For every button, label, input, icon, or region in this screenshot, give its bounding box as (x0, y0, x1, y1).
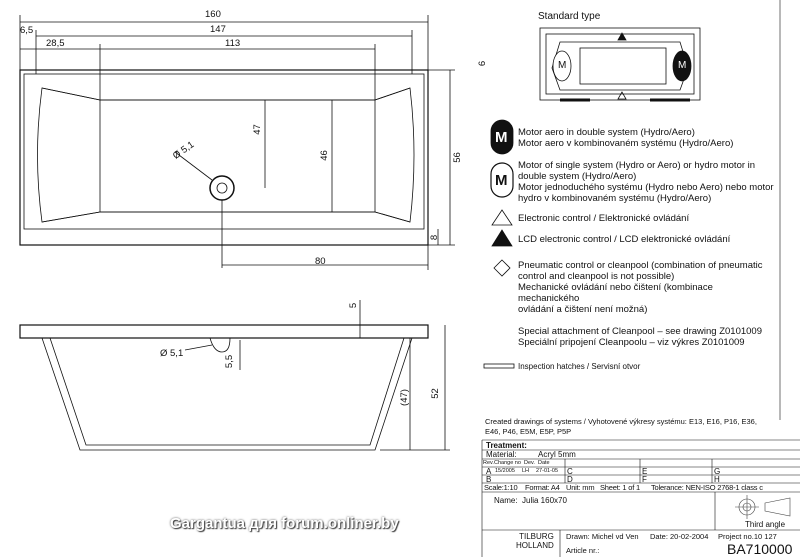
side-dim-total-height: 52 (429, 388, 441, 399)
rev-g: G (714, 467, 721, 476)
dim-drain-position: 80 (315, 256, 326, 267)
title-block-lines (481, 0, 800, 557)
legend-lcd-control: LCD electronic control / LCD elektronick… (518, 234, 731, 245)
legend-motor-single: Motor of single system (Hydro or Aero) o… (518, 160, 774, 204)
rev-a-dev: LH (522, 468, 530, 474)
tolerance: Tolerance: NEN-ISO 2768-1 class c (651, 483, 763, 492)
dim-overall-length: 160 (205, 9, 221, 20)
dev-header: Dev. (524, 460, 535, 466)
material-value: Acryl 5mm (538, 450, 576, 459)
project-number: Project no.10 127 (718, 532, 777, 541)
rev-header: Rev. (483, 460, 494, 466)
side-dim-rim: 5 (348, 302, 360, 309)
pneumatic-control-icon (493, 259, 511, 277)
motor-aero-icon-label: M (495, 129, 508, 146)
scale: Scale:1:10 (484, 483, 518, 492)
triangle-filled-icon (491, 229, 513, 247)
rev-h: H (714, 475, 720, 484)
triangle-outline-icon (491, 209, 513, 226)
dim-inner-length: 147 (210, 24, 226, 35)
drawing-number: BA710000 (727, 541, 793, 557)
drawing-name: Julia 160x70 (522, 496, 567, 505)
rev-b: B (486, 475, 492, 484)
standard-type-diagram (539, 27, 701, 102)
legend-cleanpool-attachment: Special attachment of Cleanpool – see dr… (518, 326, 762, 348)
rev-e: E (642, 467, 648, 476)
projection-label: Third angle (745, 520, 786, 529)
motor-single-icon-label: M (495, 172, 508, 189)
dim-depth-mark: 47 (251, 124, 263, 135)
rev-c: C (567, 467, 573, 476)
motor-label-right: M (678, 60, 687, 71)
material-label: Material: (486, 450, 517, 459)
date-header: Date (538, 460, 550, 466)
rev-a: A (486, 467, 492, 476)
sheet: Sheet: 1 of 1 (600, 483, 640, 492)
dim-rim-bottom: 8 (429, 234, 441, 241)
inspection-hatch-icon (483, 363, 515, 369)
drawing-date: Date: 20-02-2004 (650, 532, 709, 541)
bathtub-side-view (19, 300, 450, 451)
rev-f: F (642, 475, 647, 484)
rev-d: D (567, 475, 573, 484)
name-label: Name: (494, 496, 518, 505)
dim-width: 56 (451, 152, 463, 163)
legend-pneumatic-control: Pneumatic control or cleanpool (combinat… (518, 260, 763, 315)
side-dim-drain-height: 5,5 (224, 354, 236, 369)
article-number: Article nr.: (566, 546, 600, 555)
rev-a-date: 27-01-05 (536, 468, 559, 474)
drawn-by: Drawn: Michel vd Ven (566, 532, 639, 541)
legend-inspection-hatches: Inspection hatches / Servisní otvor (518, 362, 641, 371)
bathtub-top-view (19, 15, 455, 270)
dim-bottom-width: 46 (318, 150, 330, 161)
third-angle-projection-icon (735, 495, 791, 519)
motor-label-left: M (558, 60, 567, 71)
dim-offset: 28,5 (46, 38, 65, 49)
motor-single-icon (490, 162, 514, 198)
dim-bottom-length: 113 (225, 38, 241, 49)
legend-motor-aero: Motor aero in double system (Hydro/Aero)… (518, 127, 734, 149)
legend-electronic-control: Electronic control / Elektronické ovládá… (518, 213, 690, 224)
treatment-label: Treatment: (486, 441, 527, 450)
side-dim-inner-depth: (47) (398, 389, 410, 406)
format: Format: A4 (525, 483, 560, 492)
unit: Unit: mm (566, 483, 595, 492)
created-systems: Created drawings of systems / Vyhotovené… (485, 417, 757, 436)
dim-rim-top: 6 (477, 60, 489, 67)
rev-a-change: 15/2005 (495, 468, 515, 474)
dim-rim-left: 6,5 (20, 25, 34, 36)
watermark: Gargantua для forum.onliner.by (170, 515, 399, 532)
side-dim-drain-diameter: Ø 5,1 (160, 348, 184, 359)
standard-type-title: Standard type (538, 11, 601, 22)
change-header: Change no (494, 460, 521, 466)
motor-aero-icon (490, 119, 514, 155)
